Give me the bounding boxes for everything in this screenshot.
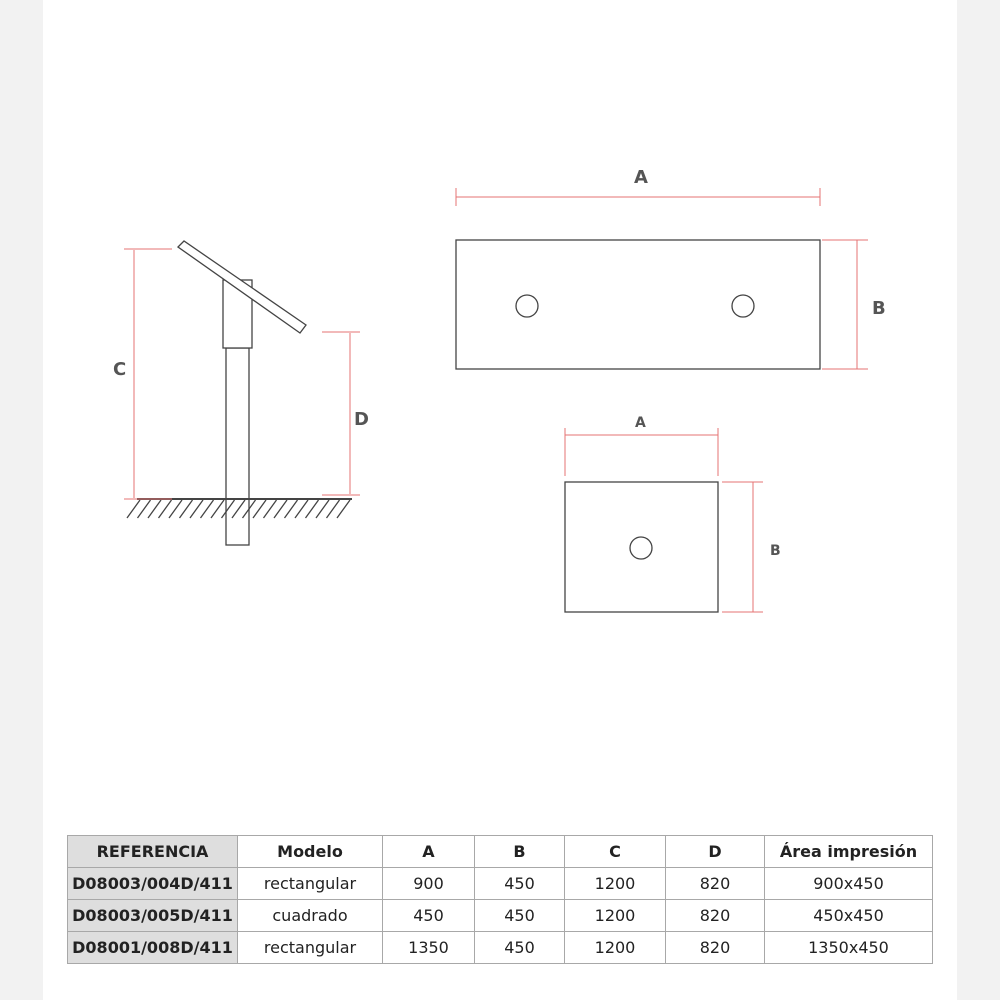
hole-icon — [731, 294, 755, 318]
table-row: D08003/005D/411 cuadrado 450 450 1200 82… — [67, 899, 933, 932]
hole-icon — [629, 536, 653, 560]
hatch-line — [178, 499, 194, 519]
cell: 900 — [382, 867, 475, 900]
cell: 1350 — [382, 931, 475, 964]
cell: cuadrado — [237, 899, 383, 932]
cell: 450 — [382, 899, 475, 932]
panel-side — [176, 240, 307, 334]
hatch-line — [315, 499, 330, 519]
cell: 450 — [474, 931, 565, 964]
hatch-line — [325, 499, 341, 519]
table-header-row: REFERENCIA Modelo A B C D Área impresión — [67, 835, 933, 868]
hatch-line — [147, 499, 162, 519]
header-cell: B — [474, 835, 565, 868]
dim-d-label: D — [354, 409, 369, 430]
hatch-line — [199, 499, 215, 519]
square-panel — [564, 481, 719, 613]
cell: 820 — [665, 931, 765, 964]
cell: rectangular — [237, 931, 383, 964]
square-dim-b-label: B — [770, 543, 781, 559]
hatch-line — [294, 499, 309, 519]
dimensions-square — [564, 428, 763, 613]
cell: rectangular — [237, 867, 383, 900]
side-view — [126, 240, 352, 546]
cell: 820 — [665, 867, 765, 900]
hatch-line — [231, 499, 246, 519]
specs-table: REFERENCIA Modelo A B C D Área impresión… — [67, 835, 933, 964]
header-cell: A — [382, 835, 475, 868]
rect-panel — [455, 239, 821, 370]
header-cell: C — [564, 835, 666, 868]
dimensions-rect — [455, 188, 868, 370]
hatch-line — [336, 499, 351, 519]
table-row: D08003/004D/411 rectangular 900 450 1200… — [67, 867, 933, 900]
hatch-line — [262, 499, 278, 519]
hatch-line — [304, 499, 320, 519]
hatch-line — [283, 499, 299, 519]
cell: 450 — [474, 867, 565, 900]
dimensions-side — [124, 248, 360, 500]
square-dim-a-label: A — [635, 415, 646, 431]
cell: D08003/005D/411 — [67, 899, 238, 932]
hatch-line — [157, 499, 173, 519]
hatch-line — [210, 499, 225, 519]
table-row: D08001/008D/411 rectangular 1350 450 120… — [67, 931, 933, 964]
hatch-line — [126, 499, 141, 519]
cell: 1200 — [564, 931, 666, 964]
ground-hatch — [126, 499, 351, 519]
rect-dim-a-label: A — [634, 167, 648, 188]
hatch-line — [220, 499, 236, 519]
cell: 820 — [665, 899, 765, 932]
cell: 1200 — [564, 899, 666, 932]
hatch-line — [252, 499, 267, 519]
dim-c-label: C — [113, 359, 126, 380]
post-lower — [225, 347, 250, 546]
header-cell: Modelo — [237, 835, 383, 868]
cell: 450x450 — [764, 899, 933, 932]
cell: 900x450 — [764, 867, 933, 900]
hatch-line — [136, 499, 152, 519]
header-cell: D — [665, 835, 765, 868]
cell: D08003/004D/411 — [67, 867, 238, 900]
cell: D08001/008D/411 — [67, 931, 238, 964]
rect-dim-b-label: B — [872, 298, 886, 319]
cell: 1200 — [564, 867, 666, 900]
hatch-line — [168, 499, 183, 519]
header-cell: Área impresión — [764, 835, 933, 868]
hatch-line — [241, 499, 257, 519]
hatch-line — [273, 499, 288, 519]
hatch-line — [189, 499, 204, 519]
cell: 1350x450 — [764, 931, 933, 964]
hole-icon — [515, 294, 539, 318]
cell: 450 — [474, 899, 565, 932]
header-cell: REFERENCIA — [67, 835, 238, 868]
